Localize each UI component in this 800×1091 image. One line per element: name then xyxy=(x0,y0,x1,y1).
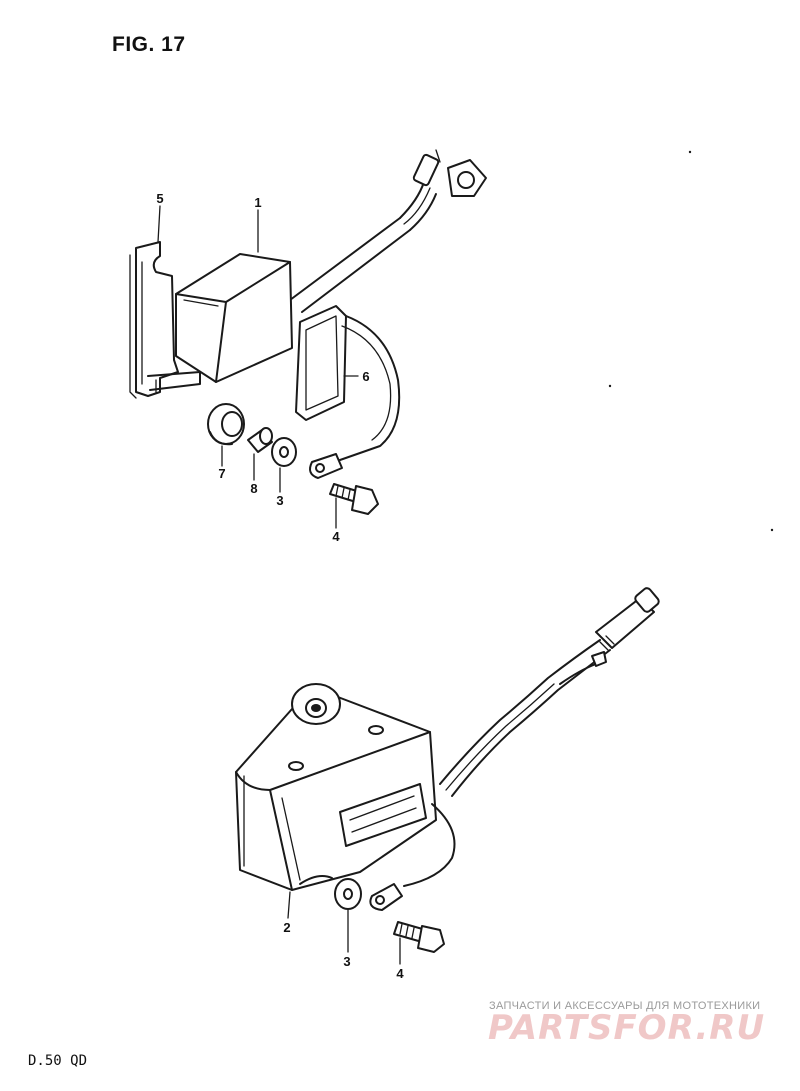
callout-3-upper: 3 xyxy=(276,493,283,508)
callout-4-upper: 4 xyxy=(332,529,340,544)
upper-connectors xyxy=(289,149,487,313)
lower-ignition-unit xyxy=(235,683,437,891)
callout-2: 2 xyxy=(283,920,290,935)
mounting-bracket xyxy=(129,241,201,399)
callout-7: 7 xyxy=(218,466,225,481)
callout-6: 6 xyxy=(362,369,369,384)
lower-ground-wire xyxy=(403,803,456,887)
lower-ground-terminal xyxy=(369,883,403,911)
callout-3-lower: 3 xyxy=(343,954,350,969)
speck xyxy=(770,528,774,532)
footer-model-code: D.50 QD xyxy=(28,1053,88,1069)
lower-assembly: 2 3 4 xyxy=(235,587,660,981)
watermark-brand[interactable]: PARTSFOR.RU xyxy=(488,1008,766,1048)
watermark-tagline: ЗАПЧАСТИ И АКСЕССУАРЫ ДЛЯ МОТОТЕХНИКИ xyxy=(489,1000,761,1012)
lower-washer xyxy=(334,878,362,910)
callout-1: 1 xyxy=(254,195,261,210)
upper-ground-terminal xyxy=(309,453,343,479)
lower-leader-lines xyxy=(287,891,401,965)
lower-bolt xyxy=(393,921,445,953)
upper-leader-lines xyxy=(157,205,359,529)
lower-cable xyxy=(439,587,660,797)
speck xyxy=(608,384,612,388)
lower-terminal-hole xyxy=(375,895,385,905)
collar xyxy=(247,427,273,453)
rubber-band xyxy=(295,305,401,461)
callout-8: 8 xyxy=(250,481,257,496)
upper-assembly: 5 1 6 7 8 3 4 xyxy=(129,149,487,544)
upper-washer xyxy=(271,437,297,467)
callout-4-lower: 4 xyxy=(396,966,404,981)
figure-title: FIG. 17 xyxy=(112,33,186,56)
speck xyxy=(688,150,692,154)
grommet xyxy=(207,403,245,446)
upper-ignition-unit xyxy=(175,253,293,383)
upper-terminal-hole xyxy=(315,463,325,473)
callout-5: 5 xyxy=(156,191,163,206)
upper-bolt xyxy=(329,483,379,515)
